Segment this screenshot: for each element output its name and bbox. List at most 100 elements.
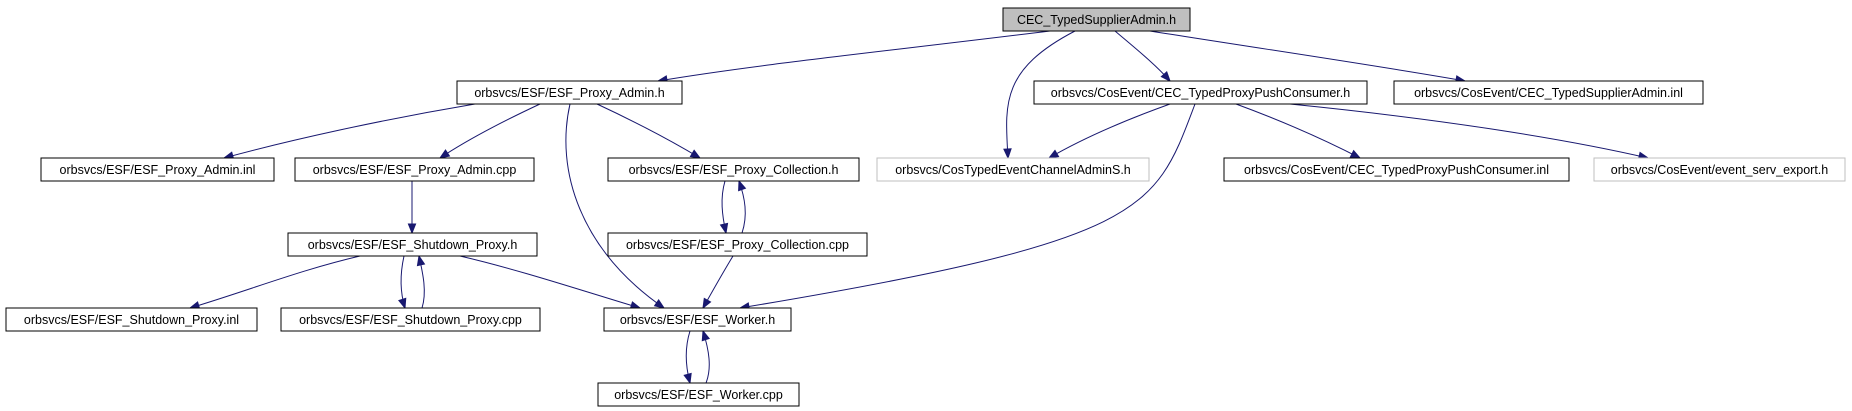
node-label: orbsvcs/ESF/ESF_Proxy_Collection.cpp [626, 238, 849, 252]
node-esf-shutdown-proxy-inl[interactable]: orbsvcs/ESF/ESF_Shutdown_Proxy.inl [5, 307, 258, 332]
edge-line [1149, 30, 1466, 82]
edge-esf_proxy_admin_h-to-esf_proxy_admin_cpp [438, 103, 541, 159]
edge-cec_typed_proxy_push_consumer_h-to-esf_worker_h [738, 103, 1196, 311]
node-esf-proxy-admin-cpp[interactable]: orbsvcs/ESF/ESF_Proxy_Admin.cpp [294, 157, 535, 182]
edge-esf_shutdown_proxy_cpp-to-esf_shutdown_proxy_h [416, 254, 426, 309]
node-label: orbsvcs/CosEvent/CEC_TypedSupplierAdmin.… [1414, 86, 1683, 100]
edge-cec_typed_proxy_push_consumer_h-to-cec_typed_proxy_push_consumer_inl [1235, 103, 1362, 159]
node-cos-typed-event-channel-admin-s-h: orbsvcs/CosTypedEventChannelAdminS.h [876, 157, 1150, 182]
edge-line [1006, 30, 1076, 159]
arrowhead-icon [438, 149, 451, 159]
node-esf-worker-cpp[interactable]: orbsvcs/ESF/ESF_Worker.cpp [597, 382, 800, 407]
node-box [607, 157, 860, 182]
node-label: orbsvcs/ESF/ESF_Proxy_Admin.inl [60, 163, 256, 177]
node-box [1393, 80, 1704, 105]
node-label: orbsvcs/ESF/ESF_Proxy_Collection.h [629, 163, 839, 177]
edge-esf_shutdown_proxy_h-to-esf_shutdown_proxy_inl [188, 255, 361, 310]
edge-line [565, 103, 665, 309]
edge-line [657, 30, 1051, 82]
edge-line [223, 103, 476, 159]
node-esf-worker-h[interactable]: orbsvcs/ESF/ESF_Worker.h [603, 307, 792, 332]
node-root[interactable]: CEC_TypedSupplierAdmin.h [1002, 7, 1191, 32]
arrowhead-icon [1160, 71, 1171, 83]
arrowhead-icon [1349, 149, 1362, 159]
edge-line [439, 103, 541, 159]
node-label: orbsvcs/CosTypedEventChannelAdminS.h [895, 163, 1131, 177]
node-esf-proxy-admin-h[interactable]: orbsvcs/ESF/ESF_Proxy_Admin.h [456, 80, 683, 105]
arrowhead-icon [719, 222, 729, 235]
edge-root-to-cos_typed_event_channel_admin_s_h [1003, 30, 1076, 160]
arrowhead-icon [653, 299, 666, 309]
edge-line [1114, 30, 1171, 82]
node-label: orbsvcs/ESF/ESF_Worker.h [620, 313, 775, 327]
node-box [1593, 157, 1846, 182]
edge-esf_proxy_admin_h-to-esf_proxy_collection_h [596, 103, 702, 159]
node-box [1002, 7, 1191, 32]
node-event-serv-export-h: orbsvcs/CosEvent/event_serv_export.h [1593, 157, 1846, 182]
arrowhead-icon [416, 254, 426, 267]
arrowhead-icon [738, 179, 747, 192]
node-box [607, 232, 868, 257]
edge-root-to-esf_proxy_admin_h [656, 30, 1051, 84]
node-label: orbsvcs/ESF/ESF_Proxy_Admin.cpp [313, 163, 517, 177]
edge-line [1289, 103, 1649, 159]
node-box [280, 307, 541, 332]
node-cec-typed-proxy-push-consumer-h[interactable]: orbsvcs/CosEvent/CEC_TypedProxyPushConsu… [1033, 80, 1368, 105]
edge-line [189, 255, 361, 309]
node-label: orbsvcs/CosEvent/CEC_TypedProxyPushConsu… [1244, 163, 1549, 177]
node-label: orbsvcs/ESF/ESF_Shutdown_Proxy.inl [24, 313, 239, 327]
node-esf-proxy-collection-h[interactable]: orbsvcs/ESF/ESF_Proxy_Collection.h [607, 157, 860, 182]
node-cec-typed-proxy-push-consumer-inl[interactable]: orbsvcs/CosEvent/CEC_TypedProxyPushConsu… [1223, 157, 1570, 182]
edge-line [459, 255, 641, 309]
arrowhead-icon [689, 149, 702, 159]
node-label: orbsvcs/CosEvent/event_serv_export.h [1611, 163, 1829, 177]
arrowhead-icon [701, 329, 710, 342]
node-label: orbsvcs/CosEvent/CEC_TypedProxyPushConsu… [1051, 86, 1350, 100]
edge-line [1048, 103, 1171, 159]
arrowhead-icon [702, 297, 712, 310]
node-box [287, 232, 538, 257]
node-label: orbsvcs/ESF/ESF_Proxy_Admin.h [474, 86, 664, 100]
arrowhead-icon [407, 223, 417, 235]
nodes-layer: CEC_TypedSupplierAdmin.h orbsvcs/ESF/ESF_… [5, 7, 1846, 407]
node-label: orbsvcs/ESF/ESF_Worker.cpp [614, 388, 783, 402]
node-box [294, 157, 535, 182]
edge-esf_proxy_collection_h-to-esf_proxy_collection_cpp [719, 180, 729, 235]
node-box [5, 307, 258, 332]
node-box [1223, 157, 1570, 182]
arrowhead-icon [398, 297, 407, 310]
node-box [40, 157, 275, 182]
edge-cec_typed_proxy_push_consumer_h-to-cos_typed_event_channel_admin_s_h [1047, 103, 1171, 159]
node-label: orbsvcs/ESF/ESF_Shutdown_Proxy.cpp [299, 313, 522, 327]
node-label: CEC_TypedSupplierAdmin.h [1017, 13, 1176, 27]
edge-esf_proxy_collection_cpp-to-esf_proxy_collection_h [738, 179, 747, 234]
edge-esf_worker_cpp-to-esf_worker_h [701, 329, 710, 384]
edge-esf_shutdown_proxy_h-to-esf_shutdown_proxy_cpp [398, 255, 407, 310]
arrowhead-icon [683, 372, 692, 385]
node-box [597, 382, 800, 407]
edge-esf_shutdown_proxy_h-to-esf_worker_h [459, 255, 642, 310]
node-box [1033, 80, 1368, 105]
edge-root-to-cec_typed_supplier_admin_inl [1149, 30, 1467, 84]
arrowhead-icon [1003, 148, 1012, 160]
node-esf-shutdown-proxy-h[interactable]: orbsvcs/ESF/ESF_Shutdown_Proxy.h [287, 232, 538, 257]
node-label: orbsvcs/ESF/ESF_Shutdown_Proxy.h [308, 238, 518, 252]
edge-esf_proxy_admin_cpp-to-esf_shutdown_proxy_h [407, 181, 417, 235]
node-cec-typed-supplier-admin-inl[interactable]: orbsvcs/CosEvent/CEC_TypedSupplierAdmin.… [1393, 80, 1704, 105]
edge-line [739, 103, 1196, 309]
node-box [876, 157, 1150, 182]
edge-cec_typed_proxy_push_consumer_h-to-event_serv_export_h [1289, 103, 1650, 161]
edge-line [1235, 103, 1361, 159]
edge-root-to-cec_typed_proxy_push_consumer_h [1114, 30, 1171, 83]
node-esf-proxy-admin-inl[interactable]: orbsvcs/ESF/ESF_Proxy_Admin.inl [40, 157, 275, 182]
node-esf-shutdown-proxy-cpp[interactable]: orbsvcs/ESF/ESF_Shutdown_Proxy.cpp [280, 307, 541, 332]
node-esf-proxy-collection-cpp[interactable]: orbsvcs/ESF/ESF_Proxy_Collection.cpp [607, 232, 868, 257]
edge-esf_worker_h-to-esf_worker_cpp [683, 330, 692, 385]
arrowhead-icon [1047, 149, 1060, 159]
node-box [603, 307, 792, 332]
edge-esf_proxy_collection_cpp-to-esf_worker_h [702, 255, 734, 310]
edge-esf_proxy_admin_h-to-esf_proxy_admin_inl [222, 103, 476, 160]
edge-esf_proxy_admin_h-to-esf_worker_h [565, 103, 666, 309]
edge-line [596, 103, 701, 159]
